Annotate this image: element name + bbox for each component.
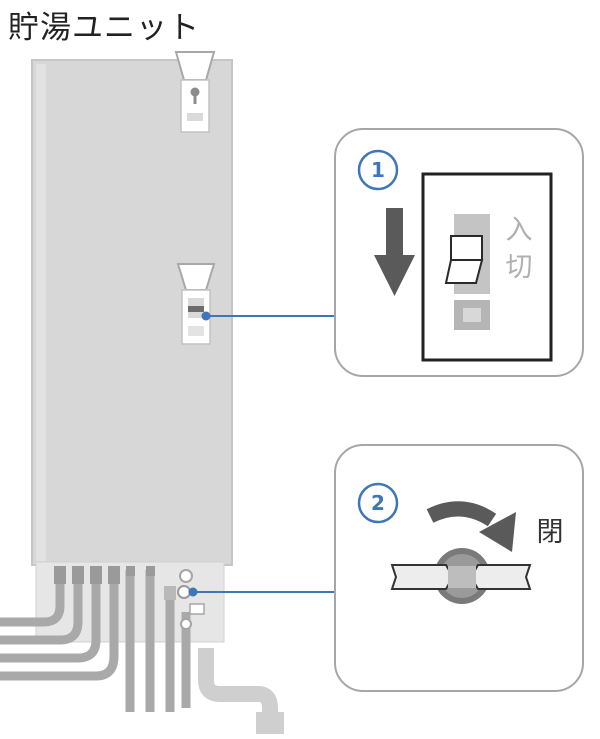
step-number-1: 1 <box>371 158 385 182</box>
pipe-fittings <box>54 566 284 734</box>
callout-1: 1 入 切 <box>334 128 584 377</box>
down-arrow-icon <box>374 208 415 296</box>
drain-valve <box>177 585 191 599</box>
step-badge-2 <box>357 482 399 524</box>
step-number-2: 2 <box>371 491 385 515</box>
on-label: 入 <box>506 215 533 246</box>
page-title: 貯湯ユニット <box>8 10 200 46</box>
callout-2: 2 閉 <box>334 444 584 692</box>
rotate-arrow-icon <box>426 501 516 552</box>
off-label: 切 <box>506 252 533 283</box>
breaker-switch-icon <box>421 172 553 362</box>
storage-tank-unit <box>31 59 233 643</box>
close-label: 閉 <box>537 517 564 548</box>
upper-control-box <box>174 51 216 133</box>
callout-line-1 <box>201 311 335 321</box>
step-badge-1 <box>357 149 399 191</box>
piping <box>0 570 278 726</box>
callout-line-2 <box>188 587 335 597</box>
breaker-box <box>176 263 216 345</box>
valve-handle-icon <box>390 548 532 604</box>
